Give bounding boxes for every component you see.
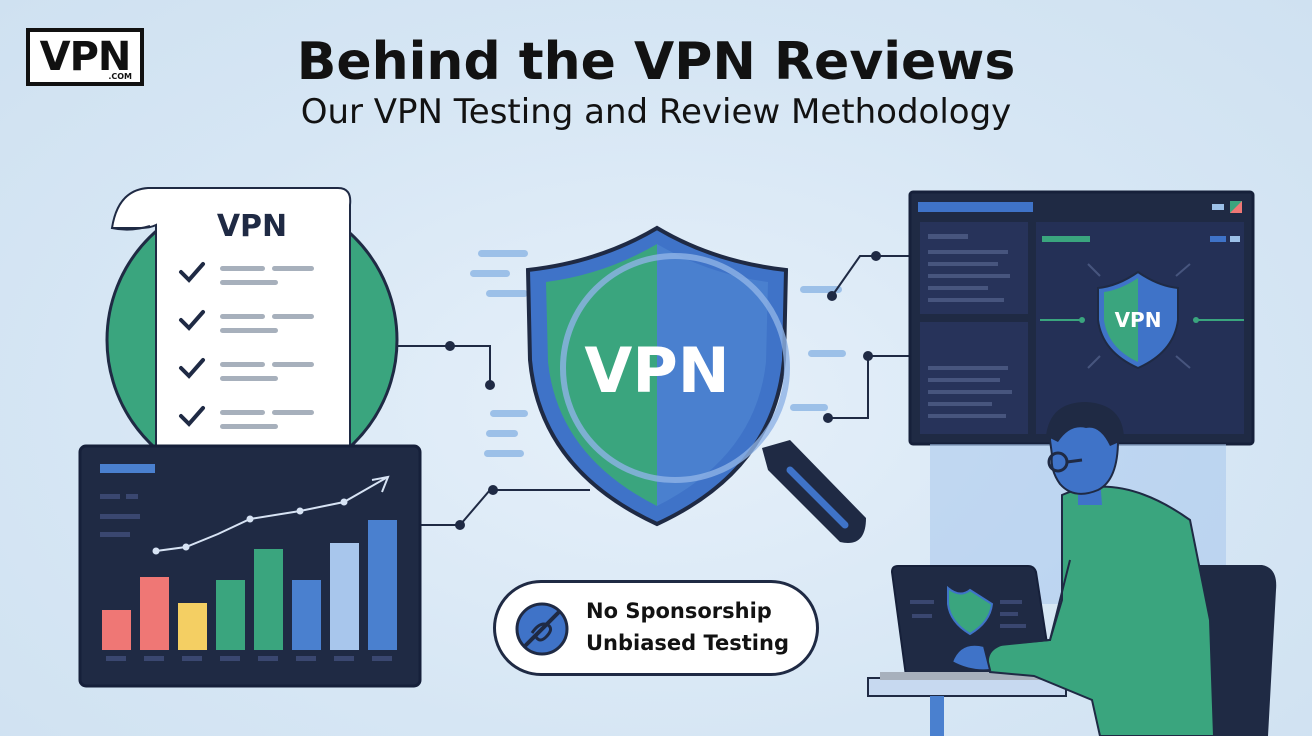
logo-subtext: .COM xyxy=(108,72,132,81)
checklist-item xyxy=(179,406,314,429)
badge-line-2: Unbiased Testing xyxy=(586,631,789,655)
check-icon xyxy=(179,406,205,427)
connector-lines-left xyxy=(396,345,590,526)
check-icon xyxy=(179,310,205,331)
badge-line-1: No Sponsorship xyxy=(586,599,772,623)
page-title: Behind the VPN Reviews xyxy=(296,32,1016,92)
logo-text: VPN xyxy=(39,34,132,80)
chart-screen xyxy=(78,444,422,688)
check-icon xyxy=(179,358,205,379)
monitor-shield-label: VPN xyxy=(1115,308,1162,332)
desk xyxy=(867,677,1067,697)
checklist-item xyxy=(179,358,314,381)
no-sponsorship-badge: No Sponsorship Unbiased Testing xyxy=(493,580,819,676)
vpn-shield: VPN xyxy=(525,225,789,527)
page-subtitle: Our VPN Testing and Review Methodology xyxy=(300,92,1012,132)
connector-dots-right xyxy=(823,251,881,423)
magnifier-icon xyxy=(560,253,866,543)
reviewer-person xyxy=(867,402,1277,736)
vpn-logo: VPN .COM xyxy=(26,28,144,86)
speed-dashes xyxy=(470,250,846,457)
checklist-document: VPN xyxy=(110,187,352,451)
shield-label: VPN xyxy=(584,334,729,407)
checklist-item xyxy=(179,310,314,333)
checklist-item xyxy=(179,262,314,285)
connector-lines-right xyxy=(828,255,910,419)
check-icon xyxy=(179,262,205,283)
connector-dots-left xyxy=(445,341,498,530)
no-sponsor-icon xyxy=(515,602,569,656)
checklist-heading: VPN xyxy=(217,209,287,244)
